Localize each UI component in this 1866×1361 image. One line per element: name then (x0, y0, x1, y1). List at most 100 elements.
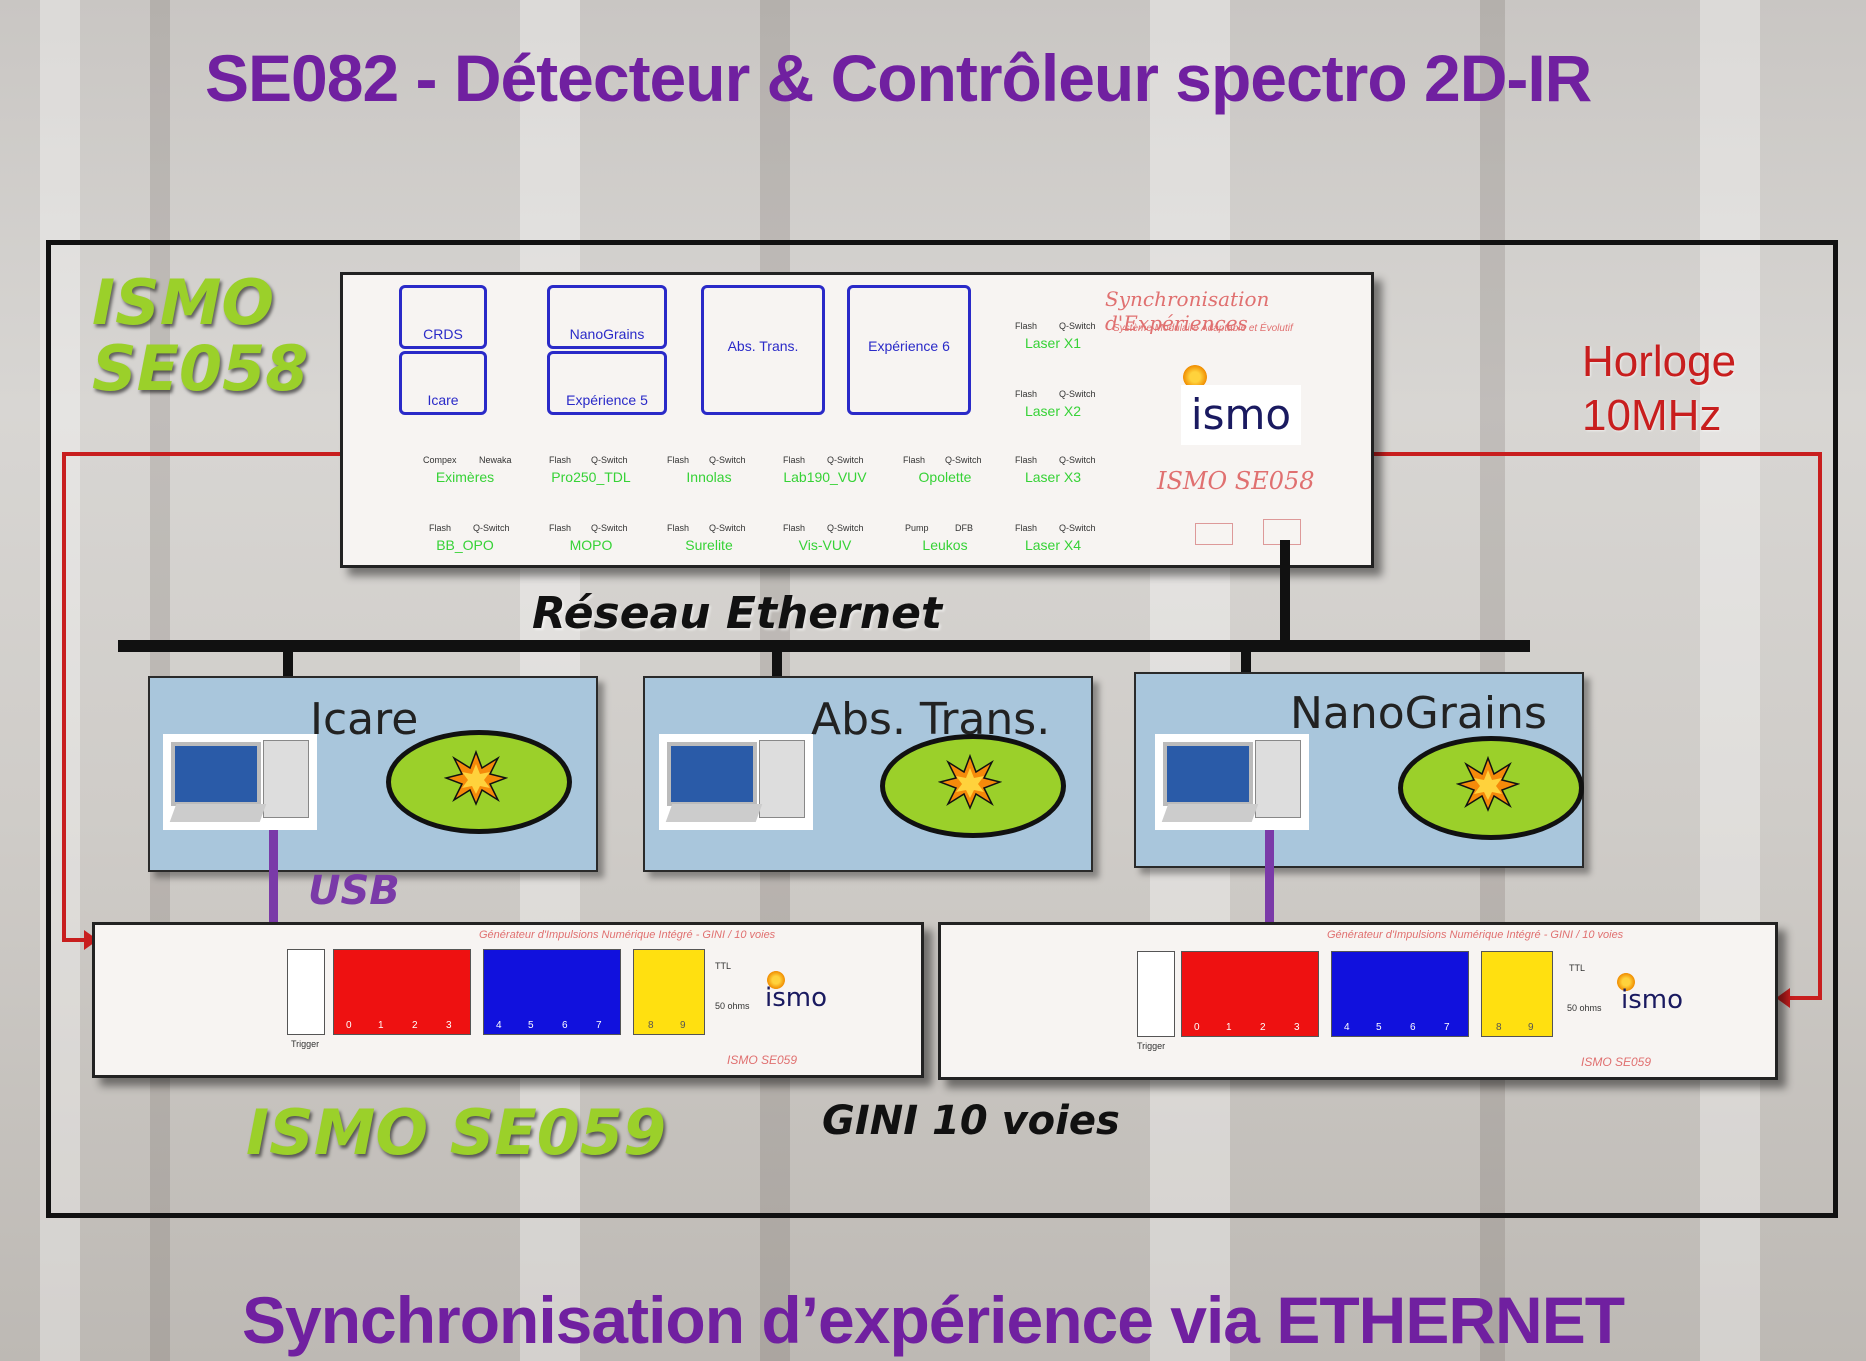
channel-label: Q-Switch (827, 523, 864, 533)
channel-label: Flash (783, 455, 806, 465)
ttl-label: TTL (715, 961, 732, 971)
channel-label: Q-Switch (709, 523, 746, 533)
ismo-se058-label: ISMO SE058 (92, 270, 308, 402)
channel-label: Flash (429, 523, 452, 533)
clock-line (62, 452, 66, 942)
square-label: Expérience 6 (868, 338, 950, 354)
channel-label: Q-Switch (591, 455, 628, 465)
channel-number: 0 (1194, 1022, 1200, 1033)
channel-name: Surelite (685, 537, 733, 553)
channel-name: Innolas (686, 469, 732, 485)
laser-name: Laser X1 (1024, 335, 1082, 351)
controller-subheader: Système Modulaire Adaptable et Évolutif (1113, 323, 1293, 334)
gini-header: Générateur d'Impulsions Numérique Intégr… (479, 929, 776, 941)
channel-label: Flash (549, 455, 572, 465)
trigger-label: Trigger (1137, 1041, 1166, 1051)
channel-name: MOPO (569, 537, 613, 553)
square-experience-5: Expérience 5 (547, 351, 667, 415)
channel-label: Q-Switch (709, 455, 746, 465)
channel-number: 3 (446, 1020, 452, 1031)
channel-number: 7 (1444, 1022, 1450, 1033)
channel-name: Vis-VUV (798, 537, 852, 553)
channel-label: Q-Switch (827, 455, 864, 465)
ttl-label: TTL (1569, 963, 1586, 973)
square-experience-6: Expérience 6 (847, 285, 971, 415)
clock-line (1370, 452, 1822, 456)
square-label: Abs. Trans. (727, 338, 799, 354)
channel-number: 4 (496, 1020, 502, 1031)
channel-number: 9 (680, 1020, 686, 1031)
channel-label: Flash (667, 523, 690, 533)
arrow-icon (1776, 988, 1790, 1008)
channel-label: Newaka (479, 455, 512, 465)
channel-number: 1 (1226, 1022, 1232, 1033)
ohms-label: 50 ohms (1567, 1003, 1602, 1013)
ohms-label: 50 ohms (715, 1001, 750, 1011)
diagram-frame (46, 240, 1838, 1218)
laser-label: Flash (1015, 389, 1038, 399)
gini-model: ISMO SE059 (727, 1053, 798, 1067)
channel-label: Q-Switch (945, 455, 982, 465)
page-subtitle: Synchronisation d’expérience via ETHERNE… (241, 1283, 1625, 1357)
square-label: NanoGrains (569, 326, 645, 342)
page-title: SE082 - Détecteur & Contrôleur spectro 2… (205, 41, 1592, 115)
gini-panel-left: Générateur d'Impulsions Numérique Intégr… (92, 922, 924, 1078)
channel-label: Q-Switch (473, 523, 510, 533)
channel-label: Compex (423, 455, 457, 465)
square-nanograins: NanoGrains (547, 285, 667, 349)
ismo-se059-label: ISMO SE059 (246, 1096, 667, 1169)
channel-number: 2 (412, 1020, 418, 1031)
ethernet-bus (118, 640, 1530, 652)
ethernet-label: Réseau Ethernet (532, 588, 943, 639)
clock-label-line1: Horloge (1582, 337, 1737, 386)
ismo-se058-line2: SE058 (92, 332, 309, 405)
square-abs-trans: Abs. Trans. (701, 285, 825, 415)
sun-icon (767, 971, 785, 989)
controller-header: Synchronisation d'Expériences (1105, 287, 1270, 335)
clock-line (64, 452, 344, 456)
square-label: Expérience 5 (566, 392, 648, 408)
channel-number: 8 (1496, 1022, 1502, 1033)
sun-icon (1617, 973, 1635, 991)
laser-name: Laser X2 (1024, 403, 1082, 419)
usb-label: USB (308, 868, 400, 914)
ismo-logo: ismo (765, 983, 828, 1013)
channel-name: Pro250_TDL (551, 469, 631, 485)
trigger-label: Trigger (291, 1039, 320, 1049)
bg-stripe (1700, 0, 1760, 1361)
channel-number: 0 (346, 1020, 352, 1031)
gini-panel-right: Générateur d'Impulsions Numérique Intégr… (938, 922, 1778, 1080)
clock-label-line2: 10MHz (1582, 391, 1722, 440)
square-label: CRDS (423, 326, 463, 342)
ismo-logo: ismo (1621, 985, 1684, 1015)
clock-line (1818, 452, 1822, 1000)
usb-cable (269, 830, 278, 924)
channel-number: 1 (378, 1020, 384, 1031)
clock-line (1790, 996, 1822, 1000)
computer-icon (1155, 734, 1309, 830)
experiment-name: Abs. Trans. (811, 694, 1051, 745)
ismo-se058-line1: ISMO (92, 266, 275, 339)
channel-label: Flash (903, 455, 926, 465)
port-icon (1195, 523, 1233, 545)
channel-number: 6 (1410, 1022, 1416, 1033)
channel-label: Pump (905, 523, 929, 533)
channel-number: 7 (596, 1020, 602, 1031)
clock-label: Horloge 10MHz (1582, 335, 1736, 443)
laser-name: Laser X4 (1024, 537, 1082, 553)
controller-panel: Synchronisation d'Expériences Système Mo… (340, 272, 1374, 568)
experiment-name: Icare (310, 694, 419, 745)
square-icare: Icare (399, 351, 487, 415)
channel-number: 6 (562, 1020, 568, 1031)
laser-label: Flash (1015, 455, 1038, 465)
trigger-block (1137, 951, 1175, 1037)
gini-header: Générateur d'Impulsions Numérique Intégr… (1327, 929, 1624, 941)
channel-label: Q-Switch (591, 523, 628, 533)
square-label: Icare (427, 392, 459, 408)
laser-label: Flash (1015, 321, 1038, 331)
channel-number: 3 (1294, 1022, 1300, 1033)
laser-label: Flash (1015, 523, 1038, 533)
